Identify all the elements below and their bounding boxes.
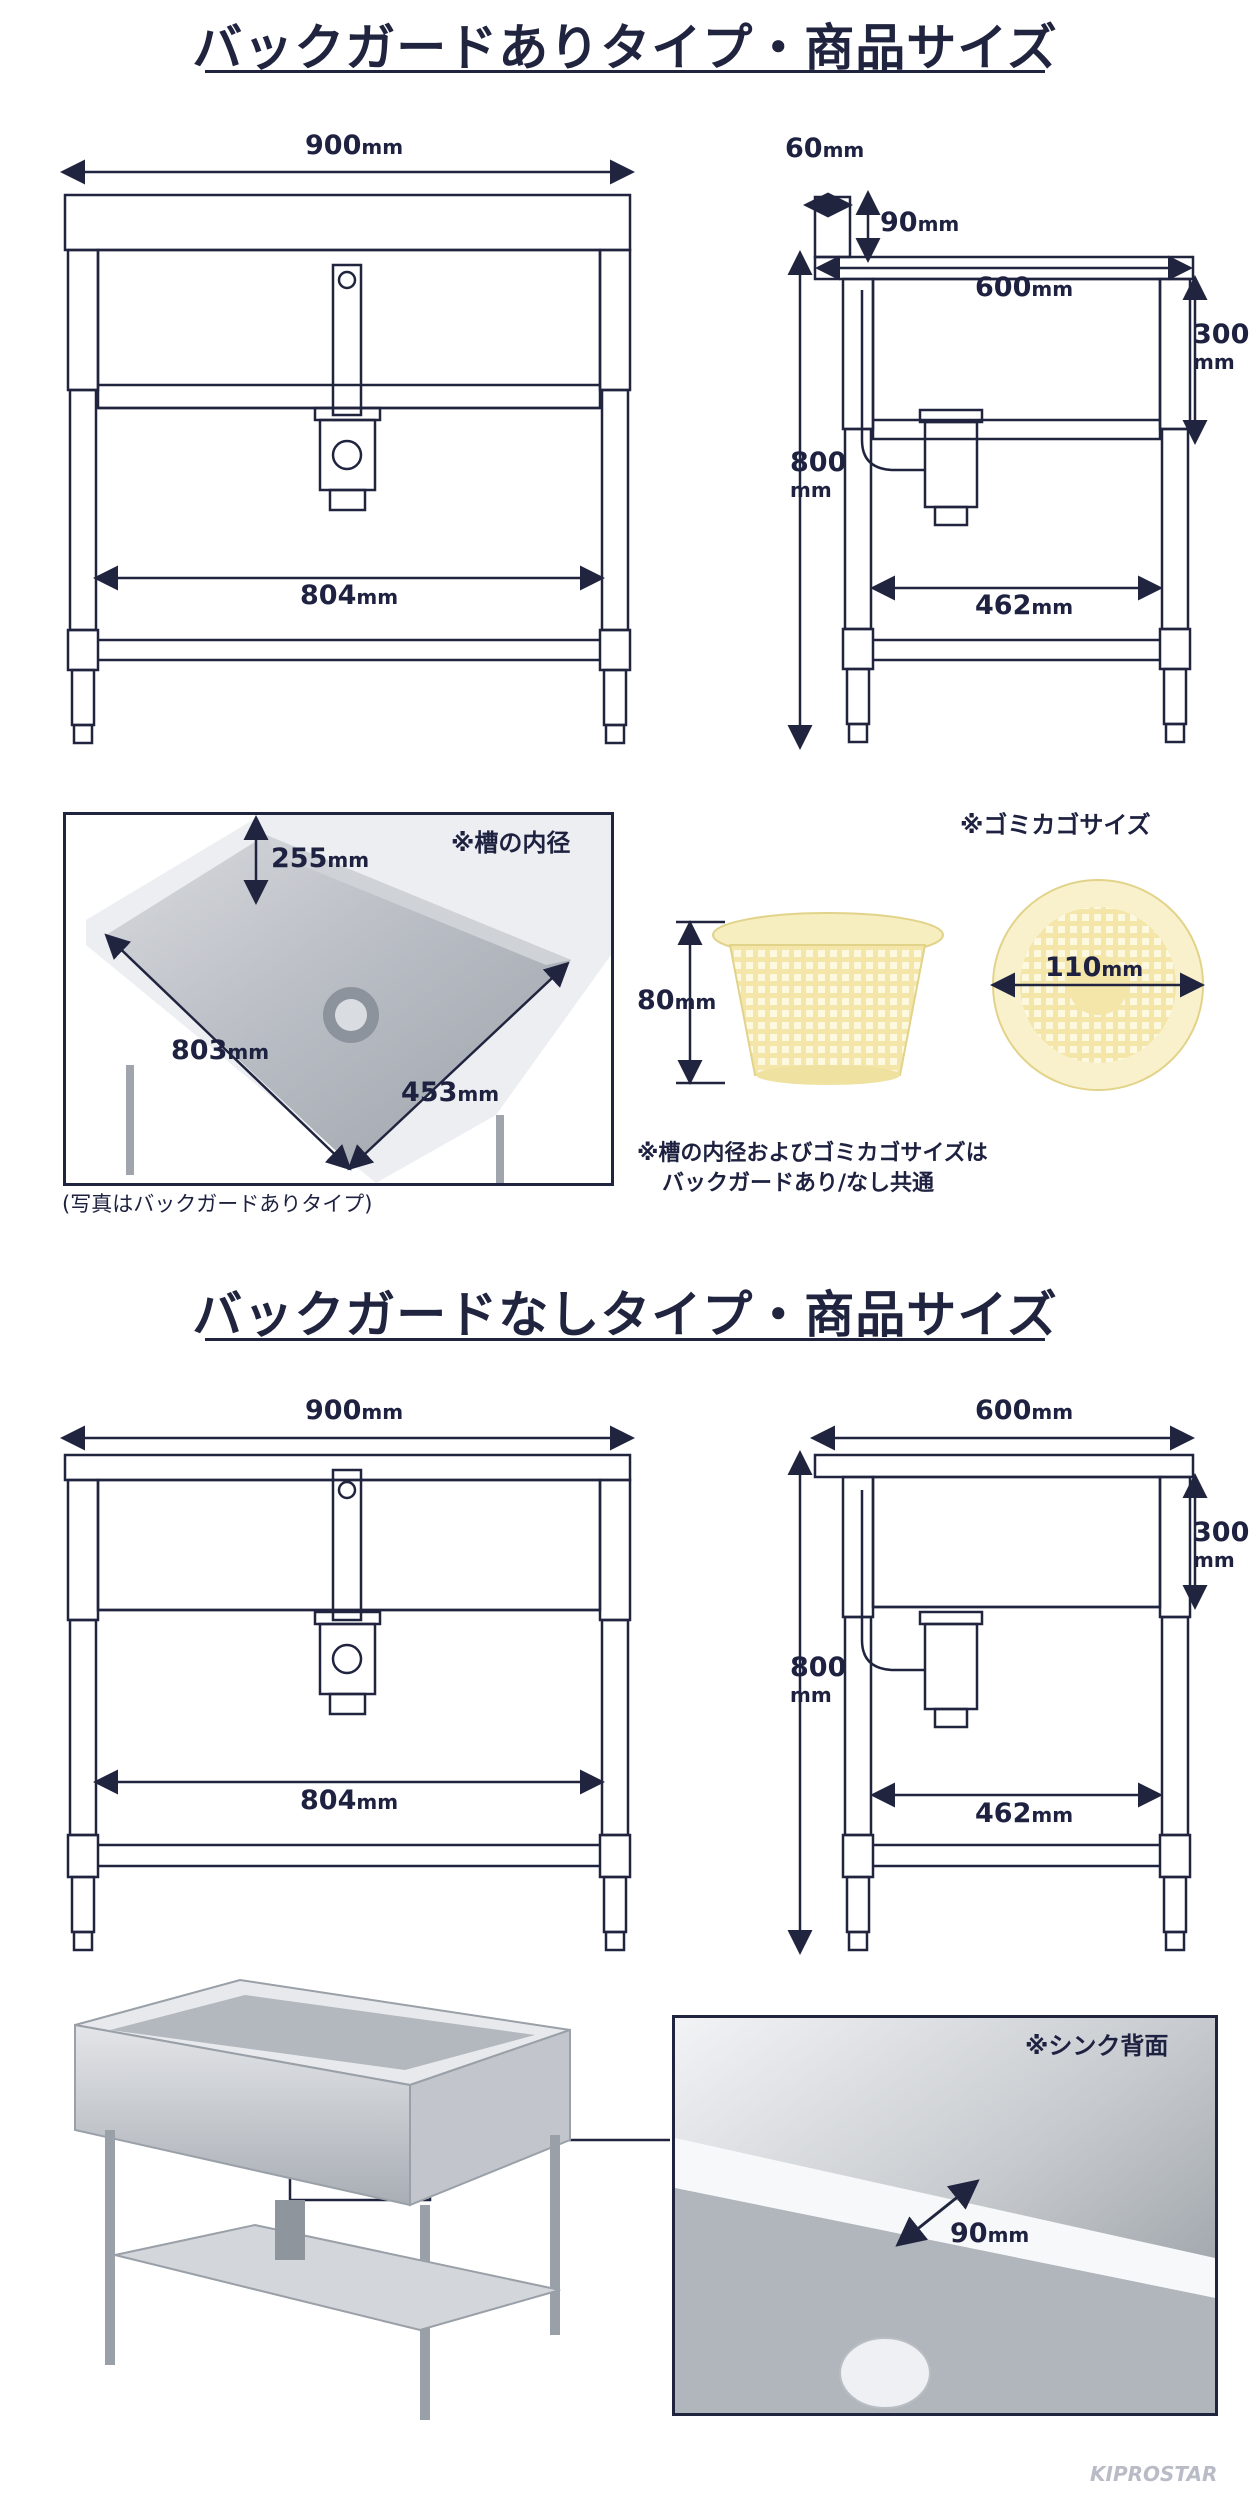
basket-note-line2: バックガードあり/なし共通 <box>662 1171 935 1196</box>
dim-shelf-2: 462mm <box>975 1798 1074 1829</box>
dim-backguard-width: 60mm <box>785 133 865 164</box>
front-view-with-backguard <box>60 159 635 745</box>
section1-title: バックガードありタイプ・商品サイズ <box>192 19 1058 77</box>
section2-title: バックガードなしタイプ・商品サイズ <box>192 1286 1058 1344</box>
section2-title-underline <box>205 1338 1045 1341</box>
dim-front-inner-2: 804mm <box>300 1785 399 1816</box>
front-view-no-backguard <box>60 1425 635 1952</box>
section1-title-underline <box>205 70 1045 73</box>
side-view-no-backguard <box>787 1425 1208 1955</box>
dim-front-inner-1: 804mm <box>300 580 399 611</box>
dim-basin-width: 453mm <box>401 1077 500 1108</box>
rear-label: ※シンク背面 <box>1025 2032 1169 2060</box>
dim-side-depth-2: 600mm <box>975 1395 1074 1426</box>
rear-detail-photo: ※シンク背面 90mm <box>672 2015 1218 2416</box>
dim-basin-length: 803mm <box>171 1035 270 1066</box>
basin-illustration <box>86 815 611 1183</box>
dim-basket-diameter: 110mm <box>1045 952 1144 983</box>
basket-note-line1: ※槽の内径およびゴミカゴサイズは <box>637 1141 988 1166</box>
basket-label: ※ゴミカゴサイズ <box>960 811 1151 839</box>
basin-caption: (写真はバックガードありタイプ) <box>62 1192 373 1216</box>
dim-side-depth-1: 600mm <box>975 272 1074 303</box>
side-view-with-backguard <box>787 190 1208 750</box>
dim-basket-height: 80mm <box>637 985 717 1016</box>
dim-backguard-height: 90mm <box>880 207 960 238</box>
basin-label: ※槽の内径 <box>451 829 571 857</box>
dim-shelf-1: 462mm <box>975 590 1074 621</box>
rear-detail-illustration <box>675 2018 1215 2413</box>
dim-front-width-1: 900mm <box>305 130 404 161</box>
dim-basin-depth: 255mm <box>271 843 370 874</box>
dim-rear: 90mm <box>950 2218 1030 2249</box>
basin-photo: ※槽の内径 255mm 803mm 453mm <box>63 812 614 1186</box>
dim-front-width-2: 900mm <box>305 1395 404 1426</box>
rear-detail-connector <box>288 2078 670 2202</box>
kiprostar-logo: KIPROSTAR <box>1090 2462 1218 2486</box>
